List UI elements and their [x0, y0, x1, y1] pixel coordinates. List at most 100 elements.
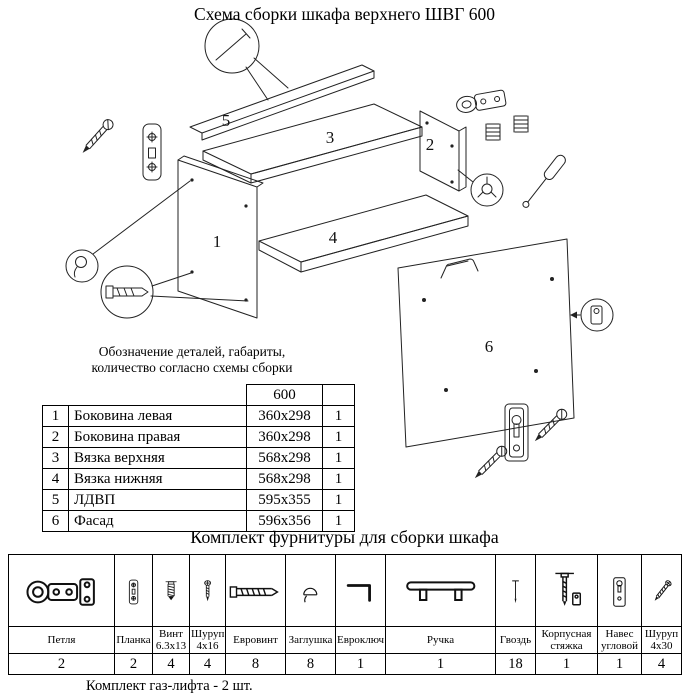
- screw-sketch-left: [78, 117, 116, 157]
- plate-icon: [114, 554, 153, 627]
- hardware-item-name: Гвоздь: [495, 625, 536, 655]
- hardware-item-qty: 8: [225, 653, 286, 676]
- handle-sketch: [440, 258, 479, 279]
- parts-cell-size: 568x298: [246, 468, 323, 490]
- part-label-2: 2: [426, 135, 435, 154]
- parts-note-line2: количество согласно схемы сборки: [91, 360, 293, 376]
- hardware-item-qty: 8: [285, 653, 336, 676]
- parts-cell-qty: 1: [322, 489, 355, 511]
- part-3-top-panel: [202, 103, 423, 184]
- parts-cell-size: 595x355: [246, 489, 323, 511]
- hardware-item-name: Шуруп 4x30: [641, 625, 682, 655]
- hardware-item-qty: 1: [335, 653, 386, 676]
- hardware-item-qty: 4: [189, 653, 226, 676]
- hardware-item-name: Евроключ: [335, 625, 386, 655]
- parts-cell-size: 596x356: [246, 510, 323, 532]
- parts-cell-qty: 1: [322, 447, 355, 469]
- hardware-item-qty: 4: [641, 653, 682, 676]
- parts-size-header: 600: [246, 384, 323, 406]
- page-title: Схема сборки шкафа верхнего ШВГ 600: [194, 4, 495, 24]
- parts-cell-num: 2: [42, 426, 69, 448]
- hardware-section-title: Комплект фурнитуры для сборки шкафа: [190, 527, 499, 547]
- hardware-item-qty: 2: [8, 653, 115, 676]
- hinge-icon: [8, 554, 115, 627]
- parts-cell-size: 360x298: [246, 426, 323, 448]
- parts-header-spacer: [43, 385, 247, 406]
- part-label-1: 1: [213, 232, 222, 251]
- confirmat-icon: [225, 554, 286, 627]
- part-2-right-side: [419, 110, 467, 192]
- parts-cell-num: 5: [42, 489, 69, 511]
- parts-note: Обозначение деталей, габариты, количеств…: [56, 344, 328, 376]
- handle-icon: [385, 554, 496, 627]
- nail-icon: [495, 554, 536, 627]
- screw-sketch-right-1: [530, 406, 570, 446]
- parts-cell-qty: 1: [322, 468, 355, 490]
- cap-icon: [285, 554, 336, 627]
- callout-nail: [204, 18, 260, 74]
- hardware-item-qty: 1: [385, 653, 496, 676]
- parts-cell-qty: 1: [322, 426, 355, 448]
- callout-hanger: [570, 298, 614, 332]
- parts-cell-num: 4: [42, 468, 69, 490]
- part-4-bottom-panel: [258, 194, 469, 273]
- parts-cell-num: 1: [42, 405, 69, 427]
- parts-cell-name: ЛДВП: [68, 489, 247, 511]
- parts-cell-name: Боковина левая: [68, 405, 247, 427]
- parts-note-line1: Обозначение деталей, габариты,: [98, 344, 286, 359]
- hardware-item-name: Петля: [8, 625, 115, 655]
- gas-lift-note: Комплект газ-лифта - 2 шт.: [86, 678, 253, 694]
- part-label-6: 6: [485, 337, 494, 356]
- diagonal-screw-icon: [641, 554, 682, 627]
- hardware-item-qty: 18: [495, 653, 536, 676]
- cam-bolt-icon: [535, 554, 598, 627]
- gas-lift-sketch: [522, 154, 566, 208]
- hardware-item-name: Шуруп 4x16: [189, 625, 226, 655]
- parts-cell-name: Вязка верхняя: [68, 447, 247, 469]
- hex-key-icon: [335, 554, 386, 627]
- hardware-item-name: Заглушка: [285, 625, 336, 655]
- plate-sketch: [142, 123, 162, 181]
- hanger-icon: [597, 554, 642, 627]
- callout-cap: [65, 249, 99, 283]
- hanger-sketch: [504, 403, 529, 462]
- parts-qty-header: [322, 384, 355, 406]
- parts-cell-size: 568x298: [246, 447, 323, 469]
- part-label-4: 4: [329, 228, 338, 247]
- parts-table-header-row: 600: [43, 384, 355, 406]
- hinge-sketch: [456, 89, 507, 113]
- part-5-back-panel: [189, 64, 375, 141]
- hardware-item-qty: 4: [152, 653, 190, 676]
- hardware-item-name: Планка: [114, 625, 153, 655]
- spring-sketches: [485, 115, 529, 141]
- parts-cell-name: Боковина правая: [68, 426, 247, 448]
- hardware-item-qty: 2: [114, 653, 153, 676]
- part-6-facade: [397, 238, 575, 448]
- hardware-icon-row: [8, 554, 682, 627]
- part-1-left-side: [177, 155, 264, 319]
- screw-sketch-right-2: [470, 443, 510, 483]
- callout-confirmat-screw: [100, 265, 154, 319]
- callout-cam-lock: [470, 173, 504, 207]
- hardware-item-qty: 1: [535, 653, 598, 676]
- hardware-item-name: Винт 6.3x13: [152, 625, 190, 655]
- hardware-item-name: Ручка: [385, 625, 496, 655]
- parts-cell-qty: 1: [322, 405, 355, 427]
- parts-cell-name: Фасад: [68, 510, 247, 532]
- hardware-item-name: Евровинт: [225, 625, 286, 655]
- hardware-item-name: Корпусная стяжка: [535, 625, 598, 655]
- short-screw-icon: [152, 554, 190, 627]
- parts-cell-name: Вязка нижняя: [68, 468, 247, 490]
- parts-cell-num: 3: [42, 447, 69, 469]
